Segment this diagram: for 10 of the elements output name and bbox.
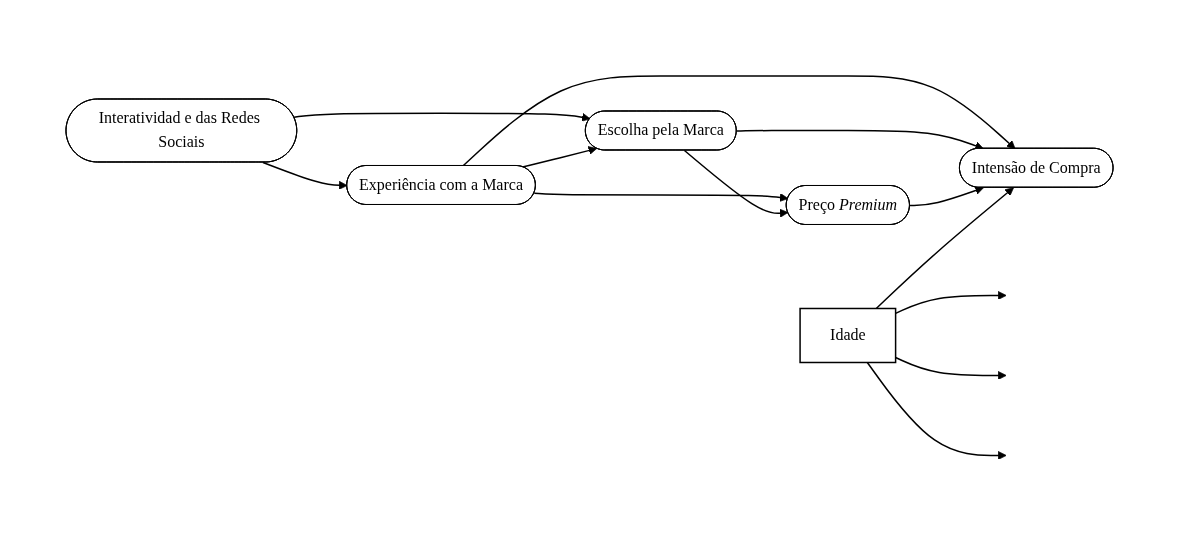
node-box: Idade — [799, 308, 897, 364]
arrow — [262, 162, 348, 190]
arrow — [909, 186, 984, 207]
arrow — [462, 75, 1016, 167]
arrow — [293, 112, 591, 122]
arrow — [521, 146, 598, 168]
arrow — [533, 192, 789, 203]
arrow — [866, 362, 1007, 461]
arrow — [875, 187, 1014, 310]
arrow — [683, 150, 789, 218]
